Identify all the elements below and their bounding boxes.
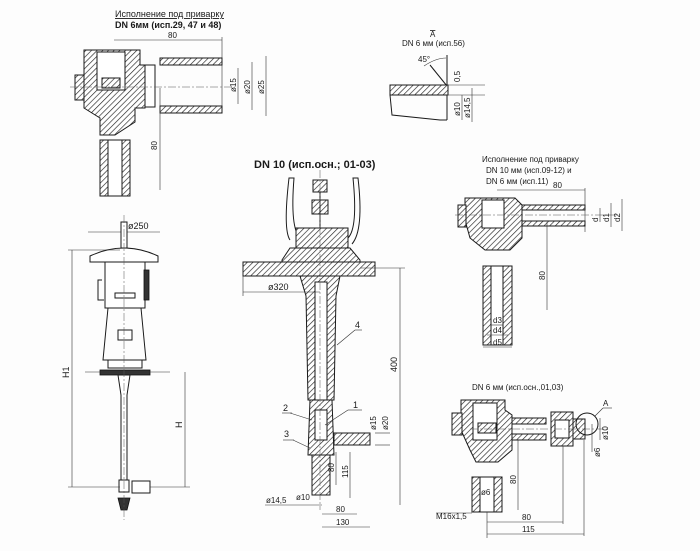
dim-h80: 80 xyxy=(336,505,345,514)
dim-d25: ø25 xyxy=(257,80,266,94)
side-outlet xyxy=(333,432,371,446)
detail-marker: A xyxy=(603,399,609,408)
callout-2: 2 xyxy=(283,403,288,413)
dim-d14-5: ø14,5 xyxy=(266,496,287,505)
handle-left xyxy=(285,177,301,241)
callout-1: 1 xyxy=(353,400,358,410)
detail-a-view: A DN 6 мм (исп.56) 45° 0,5 ø10 ø14,5 xyxy=(389,30,485,122)
handle-right xyxy=(347,177,361,245)
dim-d14-5: ø14,5 xyxy=(463,97,472,118)
dim-400: 400 xyxy=(389,357,399,372)
dim-h1: H1 xyxy=(61,366,71,378)
dim-d4: d4 xyxy=(493,326,502,335)
thread-label: M16x1,5 xyxy=(436,512,467,521)
dim-d1: d1 xyxy=(602,213,611,222)
view-subtitle: DN 6мм (исп.29, 47 и 48) xyxy=(115,20,221,30)
dim-v115: 115 xyxy=(341,465,350,478)
dim-d2: d2 xyxy=(613,213,622,222)
dim-h: H xyxy=(174,422,184,429)
section-title: DN 10 (исп.осн.; 01-03) xyxy=(254,159,376,171)
dn6-view: DN 6 мм (исп.осн.,01,03) A ø6 80 ø10 ø6 … xyxy=(436,383,612,538)
dim-d10: ø10 xyxy=(296,493,310,502)
angle-label: 45° xyxy=(418,55,430,64)
dim-d5: d5 xyxy=(493,338,502,347)
valve-assembly-view: ø250 H1 H xyxy=(61,215,190,520)
view-title: Исполнение под приварку xyxy=(482,155,579,164)
dim-h80: 80 xyxy=(522,513,531,522)
dim-d10: ø10 xyxy=(601,426,610,440)
dim-h115: 115 xyxy=(522,525,535,534)
dim-len80: 80 xyxy=(553,181,562,190)
dim-d10: ø10 xyxy=(453,102,462,116)
dn10-section-view: DN 10 (исп.осн.; 01-03) ø320 400 4 1 2 3… xyxy=(242,159,405,528)
dim-d15: ø15 xyxy=(229,78,238,92)
dim-length: 80 xyxy=(168,31,177,40)
mounting-flange xyxy=(99,369,151,376)
detail-marker: A xyxy=(430,30,436,39)
actuator-diaphragm xyxy=(89,247,159,263)
view-line3: DN 6 мм (исп.11) xyxy=(486,177,549,186)
dim-gap: 0,5 xyxy=(453,70,462,82)
weld-pipe-top xyxy=(159,57,223,66)
weld-pipe-bottom xyxy=(159,105,223,114)
dim-d250: ø250 xyxy=(128,221,149,231)
dim-height: 80 xyxy=(150,141,159,150)
detail-a-circle xyxy=(575,412,599,436)
callout-3: 3 xyxy=(284,429,289,439)
dim-h130: 130 xyxy=(336,518,350,527)
view-title: Исполнение под приварку xyxy=(115,9,224,19)
dim-v80: 80 xyxy=(538,271,547,280)
dim-d320: ø320 xyxy=(268,282,289,292)
callout-4: 4 xyxy=(355,320,360,330)
dim-inner-d6: ø6 xyxy=(481,488,491,497)
dim-d: d xyxy=(591,218,600,222)
dim-d3: d3 xyxy=(493,316,502,325)
main-flange xyxy=(242,261,376,277)
weld-dn6-view: Исполнение под приварку DN 6мм (исп.29, … xyxy=(70,9,267,197)
dim-d20: ø20 xyxy=(381,416,390,430)
view-line2: DN 10 мм (исп.09-12) и xyxy=(486,166,572,175)
detail-title: DN 6 мм (исп.56) xyxy=(402,39,465,48)
dim-d20: ø20 xyxy=(243,80,252,94)
dim-v80: 80 xyxy=(327,463,336,472)
dim-v80: 80 xyxy=(509,475,518,484)
dim-d15: ø15 xyxy=(369,416,378,430)
view-title: DN 6 мм (исп.осн.,01,03) xyxy=(472,383,564,392)
plate xyxy=(389,84,449,96)
weld-dn10-view: Исполнение под приварку DN 10 мм (исп.09… xyxy=(455,155,623,348)
dim-d6: ø6 xyxy=(593,447,602,457)
